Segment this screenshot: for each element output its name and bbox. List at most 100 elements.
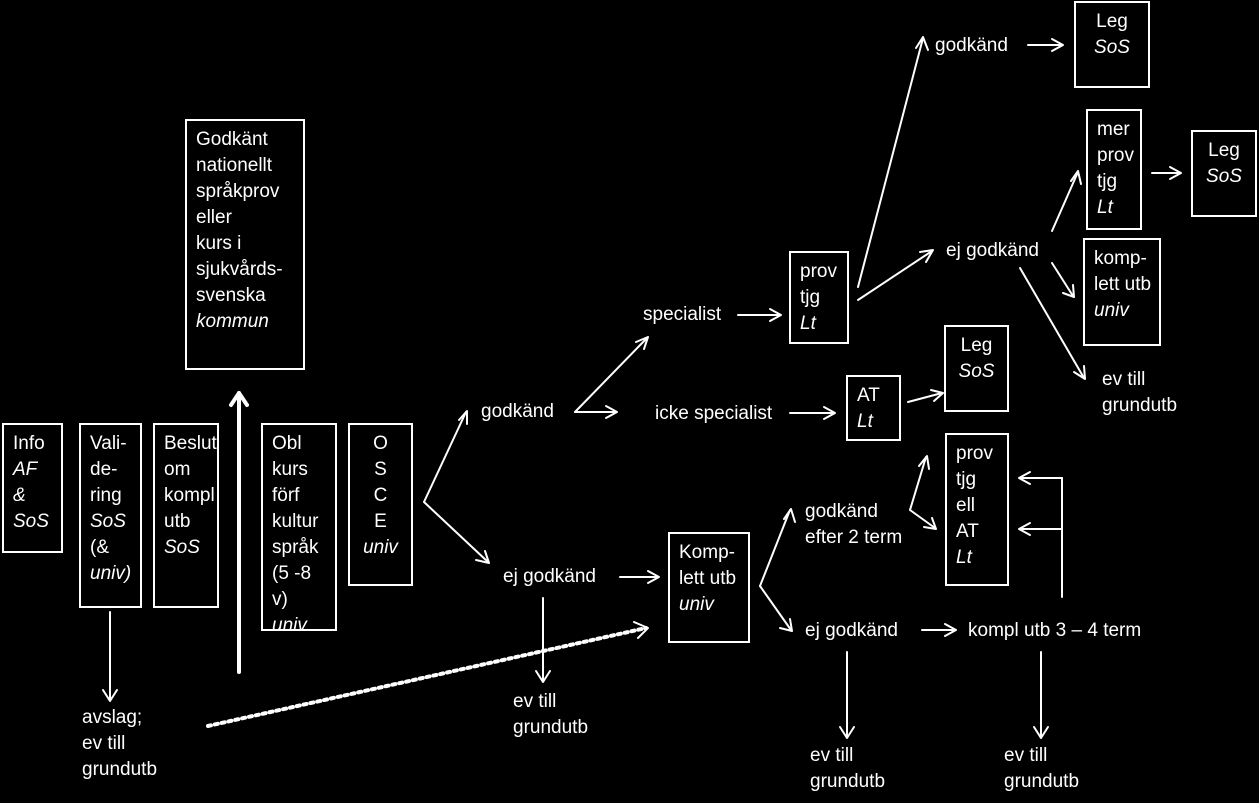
arrow-ej-godkand-down-2	[839, 651, 855, 739]
node-line: om	[164, 459, 191, 480]
node-line: univ	[1094, 300, 1129, 321]
arrow-komplett-ej-godkand	[759, 585, 793, 632]
arrow-godkand-leg	[1027, 38, 1064, 52]
arrow-icke-at	[789, 406, 836, 420]
node-line: (5 -8	[272, 563, 312, 584]
node-line: Vali-	[90, 433, 127, 454]
arrow-kompl34-back	[1018, 471, 1063, 598]
node-line: prov	[956, 443, 993, 464]
ev-till-grundutb-1: ev till grundutb	[513, 689, 588, 741]
arrow-osce-ej-godkand	[423, 501, 490, 564]
arrow-godkand-specialist	[574, 336, 649, 413]
node-line: Info	[13, 433, 45, 454]
arrow-dotted-avslag-komplett	[206, 621, 649, 728]
provtjg-godkand-text: godkänd	[935, 33, 1008, 59]
node-line: ej godkänd	[503, 566, 596, 587]
node-line: mer	[1097, 119, 1130, 140]
node-line: godkänd	[481, 401, 554, 422]
specialist-text: specialist	[643, 302, 721, 328]
node-line: språk	[272, 537, 319, 558]
node-line: grundutb	[513, 717, 589, 738]
node-line: SoS	[1206, 166, 1242, 187]
arrow-up-sprakprov	[229, 391, 249, 674]
node-line: Beslut	[164, 433, 217, 454]
arrow-ej-godkand-ev-grundutb	[1019, 267, 1086, 380]
arrow-mer-leg	[1151, 166, 1182, 180]
arrow-provtjg-ej-godkand	[857, 249, 934, 301]
node-line: Lt	[857, 411, 873, 432]
node-line: ev till	[513, 691, 557, 712]
arrow-komplett-godkand-efter	[759, 508, 796, 587]
node-line: grundutb	[810, 771, 886, 792]
node-line: tjg	[956, 469, 977, 490]
node-line: efter 2 term	[805, 527, 903, 548]
node-line: kurs	[272, 459, 308, 480]
avslag-text: avslag; ev till grundutb	[82, 705, 157, 783]
arrow-kompl34-down	[1033, 651, 1049, 739]
arrow-osce-godkand	[423, 410, 468, 503]
node-line: kurs i	[196, 233, 242, 254]
node-line: grundutb	[82, 759, 158, 780]
node-line: O	[373, 433, 388, 454]
node-line: Lt	[1097, 197, 1113, 218]
arrow-godkand-icke	[574, 405, 618, 419]
node-line: SoS	[90, 511, 126, 532]
node-line: univ)	[90, 563, 132, 584]
node-line: S	[374, 459, 387, 480]
node-line: utb	[164, 511, 191, 532]
node-line: avslag;	[82, 707, 143, 728]
node-line: ev till	[82, 733, 126, 754]
node-line: univ	[679, 594, 714, 615]
icke-specialist-text: icke specialist	[655, 401, 772, 427]
node-line: kompl	[164, 485, 215, 506]
arrow-ej-godkand-down	[535, 597, 551, 683]
node-line: SoS	[13, 511, 49, 532]
godkand-efter-text: godkänd efter 2 term	[805, 499, 902, 551]
node-line: tjg	[1097, 171, 1118, 192]
provtjg-ej-godkand-text: ej godkänd	[946, 238, 1039, 264]
node-line: ell	[956, 495, 976, 516]
node-line: Lt	[956, 547, 972, 568]
node-line: godkänd	[805, 501, 878, 522]
node-line: lett utb	[1094, 274, 1152, 295]
node-line: (&	[90, 537, 109, 558]
kompl-utb-3-4-text: kompl utb 3 – 4 term	[968, 618, 1141, 644]
node-line: prov	[1097, 145, 1134, 166]
arrow-specialist-provtjg	[737, 308, 782, 322]
node-line: AF	[13, 459, 38, 480]
komp-ej-godkand-text: ej godkänd	[805, 618, 898, 644]
arrow-at-leg	[907, 389, 944, 403]
node-line: eller	[196, 207, 232, 228]
node-line: SoS	[1094, 37, 1130, 58]
node-line: v)	[272, 589, 288, 610]
node-line: Obl	[272, 433, 302, 454]
node-line: ej godkänd	[946, 240, 1039, 261]
node-line: Komp-	[679, 542, 735, 563]
node-line: AT	[956, 521, 979, 542]
node-line: E	[374, 511, 387, 532]
arrow-ej-godkand-mer	[1051, 170, 1082, 232]
osce-ej-godkand-text: ej godkänd	[503, 564, 596, 590]
node-line: kommun	[196, 311, 269, 332]
node-line: Leg	[960, 335, 993, 356]
node-line: kompl utb 3 – 4 term	[968, 620, 1142, 641]
node-line: komp-	[1094, 248, 1147, 269]
komplett-utb-univ-box: komp-lett utb univ	[1083, 238, 1161, 346]
node-line: C	[373, 485, 388, 506]
